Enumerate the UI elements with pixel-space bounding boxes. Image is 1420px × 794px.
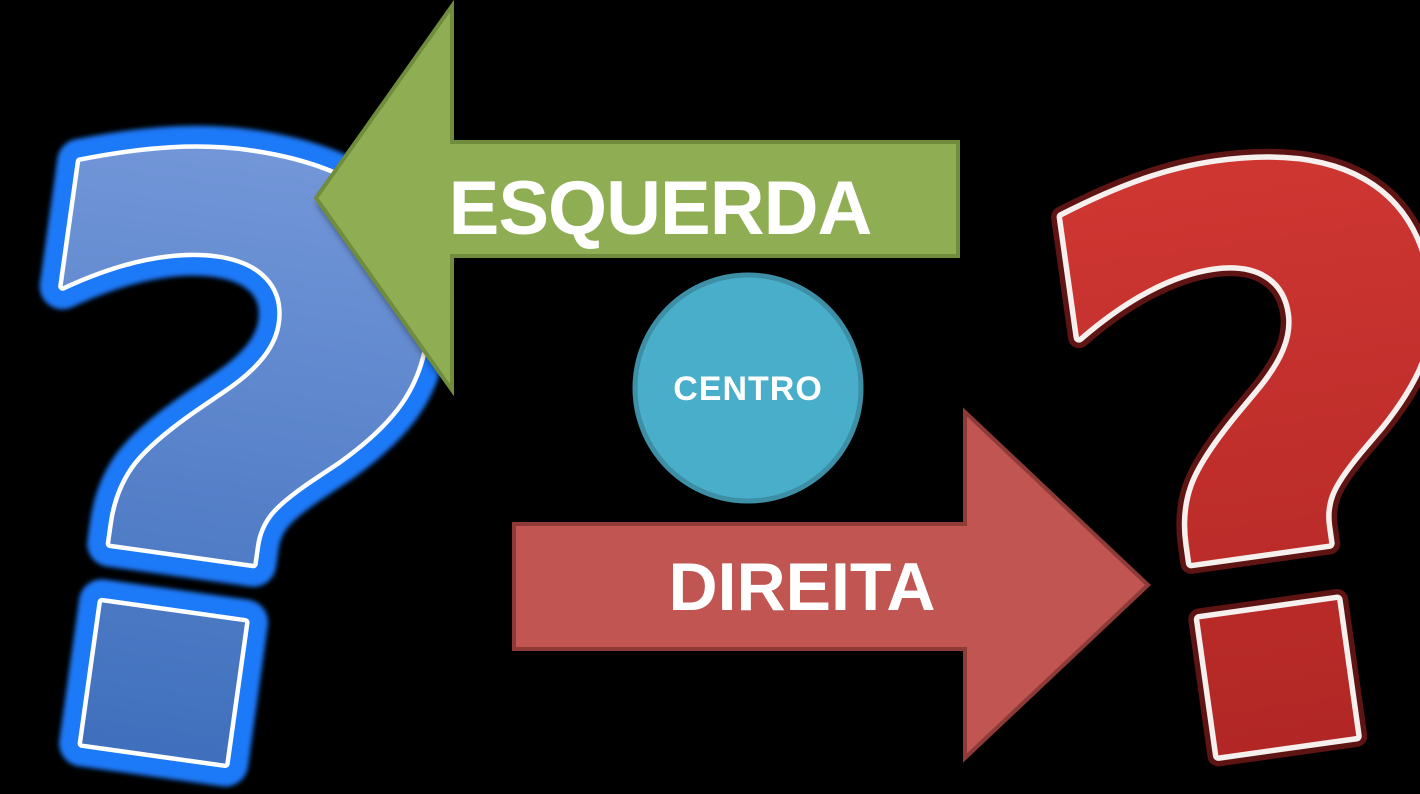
- center-circle-label: CENTRO: [673, 370, 823, 408]
- center-circle-shape: [632, 272, 864, 504]
- center-circle: CENTRO: [632, 272, 864, 504]
- right-arrow: DIREITA: [512, 407, 1151, 763]
- left-arrow-shape: [313, 0, 960, 397]
- left-arrow: ESQUERDA: [313, 0, 960, 397]
- right-arrow-label: DIREITA: [669, 549, 936, 625]
- right-arrow-shape: [512, 407, 1151, 763]
- left-arrow-label: ESQUERDA: [449, 166, 872, 251]
